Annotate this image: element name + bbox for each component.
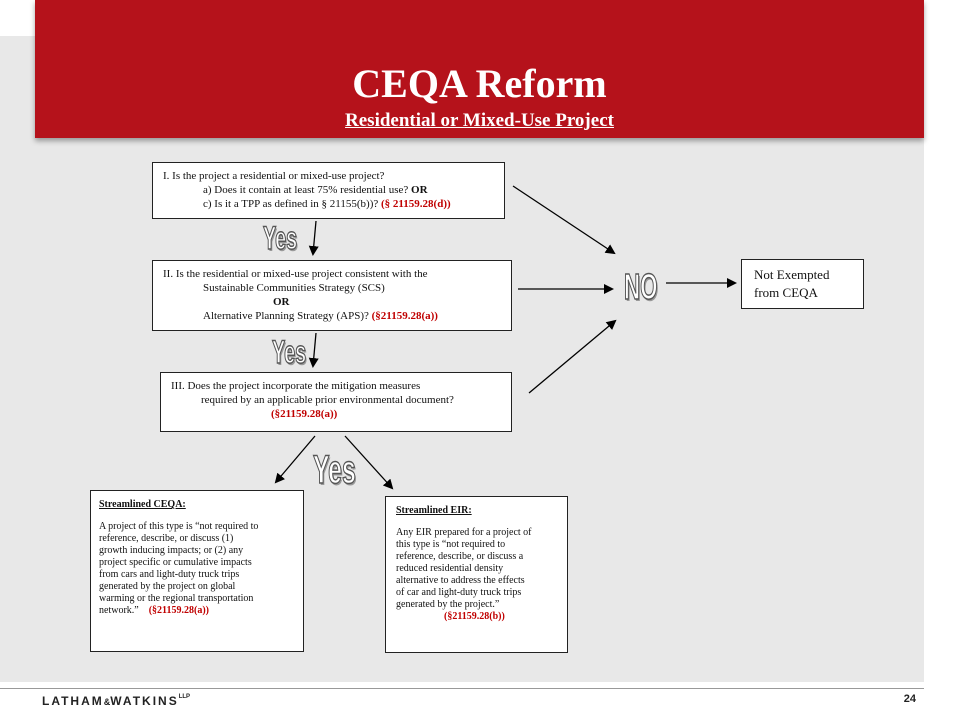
eir-text-line: of car and light-duty truck trips <box>396 587 522 598</box>
ceqa-last-line: network.” (§21159.28(a)) <box>99 605 209 616</box>
arrow-q3-to-ceqa <box>274 435 316 484</box>
q3-line-1: III. Does the project incorporate the mi… <box>171 380 421 392</box>
ceqa-text-line: reference, describe, or discuss (1) <box>99 533 234 544</box>
ceqa-text-line: generated by the project on global <box>99 581 236 592</box>
result-box: Not Exempted from CEQA <box>741 259 864 309</box>
result-line-1: Not Exempted <box>754 267 830 282</box>
question-3-box: III. Does the project incorporate the mi… <box>160 372 512 432</box>
arrow-q1-to-q2 <box>308 220 319 256</box>
yes-label-1: Yes <box>263 219 298 257</box>
ceqa-text-line: A project of this type is “not required … <box>99 521 259 532</box>
footer-divider <box>0 688 924 689</box>
q2-reference: (§21159.28(a)) <box>371 310 438 322</box>
arrow-q3-to-eir <box>344 435 394 490</box>
question-1-box: I. Is the project a residential or mixed… <box>152 162 505 219</box>
yes-label-2: Yes <box>272 333 307 371</box>
arrow-q3-to-no <box>528 319 617 394</box>
q2-line-4: Alternative Planning Strategy (APS)? (§2… <box>203 310 438 322</box>
page-title: CEQA Reform <box>352 61 607 106</box>
streamlined-ceqa-box: Streamlined CEQA: A project of this type… <box>90 490 304 652</box>
q1-line-3: c) Is it a TPP as defined in § 21155(b))… <box>203 198 451 210</box>
eir-text-line: reference, describe, or discuss a <box>396 551 524 562</box>
arrow-q1-to-no <box>512 185 616 255</box>
streamlined-eir-title: Streamlined EIR: <box>396 505 472 516</box>
ceqa-text-line: from cars and light-duty truck trips <box>99 569 240 580</box>
eir-text-line: Any EIR prepared for a project of <box>396 527 532 538</box>
page-number: 24 <box>903 693 916 705</box>
q2-line-2: Sustainable Communities Strategy (SCS) <box>203 282 385 294</box>
ceqa-text-line: project specific or cumulative impacts <box>99 557 252 568</box>
eir-text-line: reduced residential density <box>396 563 504 574</box>
yes-label-3: Yes <box>313 447 357 493</box>
result-line-2: from CEQA <box>754 285 818 300</box>
q3-reference: (§21159.28(a)) <box>271 408 338 420</box>
q2-line-3: OR <box>273 296 290 308</box>
q1-line-2: a) Does it contain at least 75% resident… <box>203 184 428 196</box>
eir-text-line: this type is “not required to <box>396 539 506 550</box>
eir-text-line: generated by the project.” <box>396 599 500 610</box>
ceqa-reference: (§21159.28(a)) <box>148 605 209 616</box>
q3-line-2: required by an applicable prior environm… <box>201 394 454 406</box>
q1-line-1: I. Is the project a residential or mixed… <box>163 170 385 182</box>
question-2-box: II. Is the residential or mixed-use proj… <box>152 260 512 331</box>
q1-reference: (§ 21159.28(d)) <box>381 198 451 210</box>
header-banner: CEQA Reform Residential or Mixed-Use Pro… <box>35 0 924 138</box>
streamlined-ceqa-title: Streamlined CEQA: <box>99 499 186 510</box>
arrow-q2-to-q3 <box>308 332 319 368</box>
ceqa-text-line: growth inducing impacts; or (2) any <box>99 545 244 556</box>
no-label: NO <box>624 265 658 308</box>
ceqa-text-line: warming or the regional transportation <box>99 593 254 604</box>
q2-line-1: II. Is the residential or mixed-use proj… <box>163 268 428 280</box>
streamlined-eir-box: Streamlined EIR: Any EIR prepared for a … <box>385 496 568 653</box>
latham-watkins-logo: LATHAM&WATKINSLLP <box>42 694 191 708</box>
eir-reference: (§21159.28(b)) <box>444 611 505 622</box>
page-subtitle: Residential or Mixed-Use Project <box>345 110 614 131</box>
eir-text-line: alternative to address the effects <box>396 575 525 586</box>
